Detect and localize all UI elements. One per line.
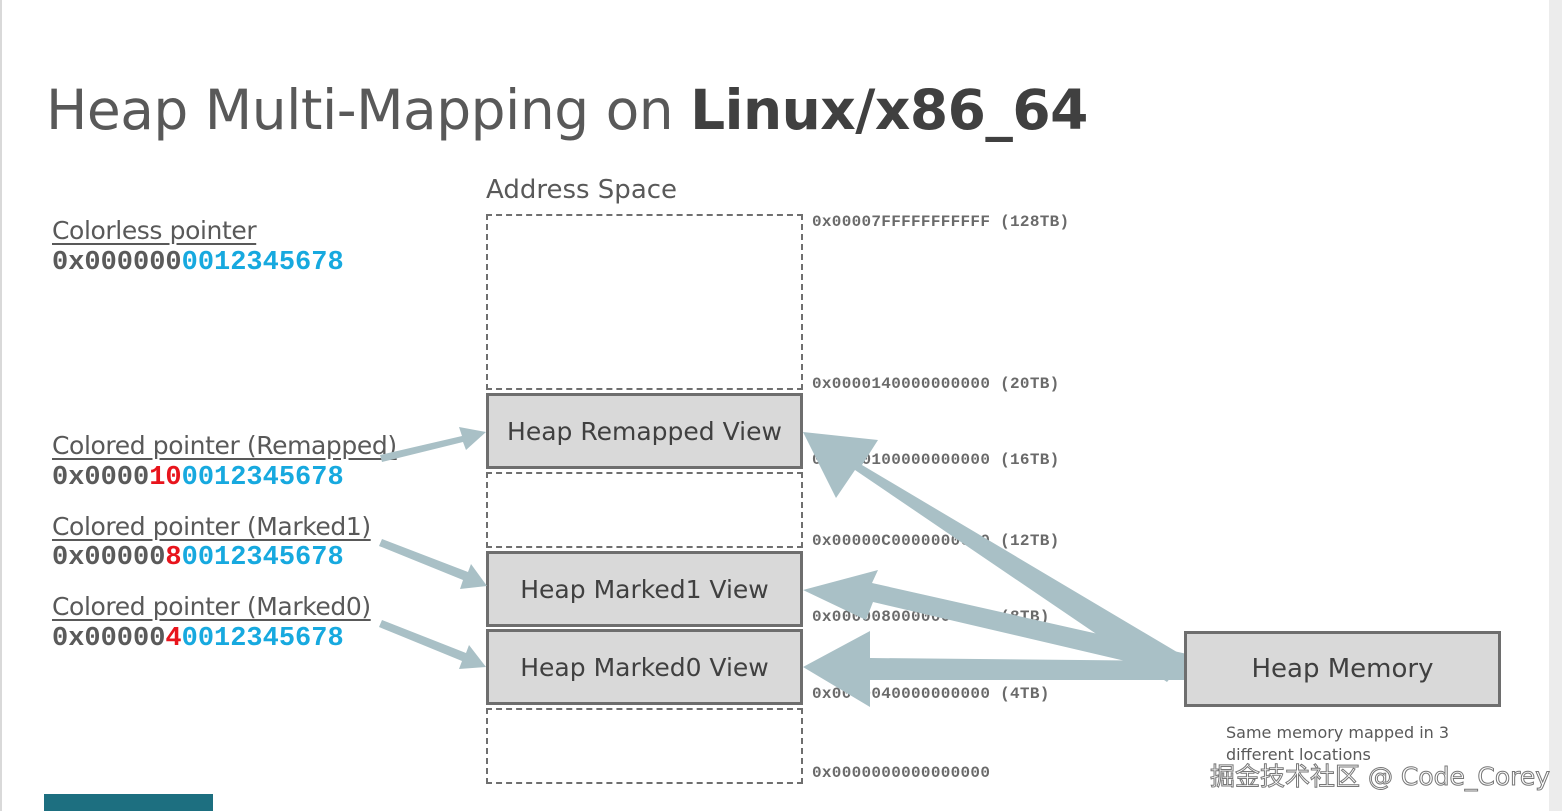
slide-right-edge (1549, 0, 1562, 811)
heap-memory-note: Same memory mapped in 3 different locati… (1226, 723, 1450, 764)
watermark: 掘金技术社区 @ Code_Corey (1209, 762, 1551, 792)
pointer-prefix: 0x00000 (52, 624, 166, 654)
address-space-label: Address Space (486, 175, 678, 205)
remapped-pointer-value: 0x0000100012345678 (52, 463, 344, 493)
marked1-pointer-value: 0x0000080012345678 (52, 543, 344, 573)
pointer-prefix: 0x00000 (52, 543, 166, 573)
address-space-gap-region (486, 472, 803, 548)
address-label: 0x0000040000000000 (4TB) (812, 685, 1050, 703)
pointer-prefix: 0x000000 (52, 248, 182, 278)
marked0-pointer-label: Colored pointer (Marked0) (52, 592, 371, 621)
heap-remapped-view: Heap Remapped View (486, 393, 803, 469)
pointer-color-bits: 4 (165, 624, 182, 654)
title-bold: Linux/x86_64 (690, 78, 1088, 142)
pointer-prefix: 0x0000 (52, 463, 150, 493)
pointer-address-bits: 0012345678 (181, 463, 344, 493)
address-label: 0x00007FFFFFFFFFFF (128TB) (812, 213, 1070, 231)
remapped-pointer-label: Colored pointer (Remapped) (52, 431, 397, 460)
heap-marked0-view: Heap Marked0 View (486, 629, 803, 705)
slide-title: Heap Multi-Mapping on Linux/x86_64 (46, 78, 1088, 142)
address-label: 0x0000000000000000 (812, 764, 991, 782)
marked0-pointer-arrow (379, 620, 486, 669)
pointer-color-bits: 10 (149, 463, 182, 493)
footer-logo-block (44, 794, 213, 811)
marked1-pointer-label: Colored pointer (Marked1) (52, 512, 371, 541)
marked0-pointer-value: 0x0000040012345678 (52, 624, 344, 654)
address-label: 0x00000C0000000000 (12TB) (812, 532, 1060, 550)
colorless-pointer-label: Colorless pointer (52, 216, 257, 245)
pointer-address-bits: 0012345678 (181, 624, 344, 654)
pointer-color-bits: 8 (165, 543, 182, 573)
address-space-lower-region (486, 708, 803, 784)
address-label: 0x0000140000000000 (20TB) (812, 375, 1060, 393)
heap-to-remapped-arrow (803, 432, 1187, 682)
pointer-address-bits: 0012345678 (181, 543, 344, 573)
address-label: 0x0000100000000000 (16TB) (812, 451, 1060, 469)
heap-marked1-view: Heap Marked1 View (486, 551, 803, 627)
marked1-pointer-arrow (379, 539, 487, 589)
address-space-upper-region (486, 214, 803, 390)
colorless-pointer-value: 0x0000000012345678 (52, 248, 344, 278)
slide-left-edge (0, 0, 2, 811)
pointer-address-bits: 0012345678 (181, 248, 344, 278)
title-regular: Heap Multi-Mapping on (46, 78, 691, 142)
heap-memory-box: Heap Memory (1184, 631, 1501, 707)
address-label: 0x0000080000000000 (8TB) (812, 608, 1050, 626)
